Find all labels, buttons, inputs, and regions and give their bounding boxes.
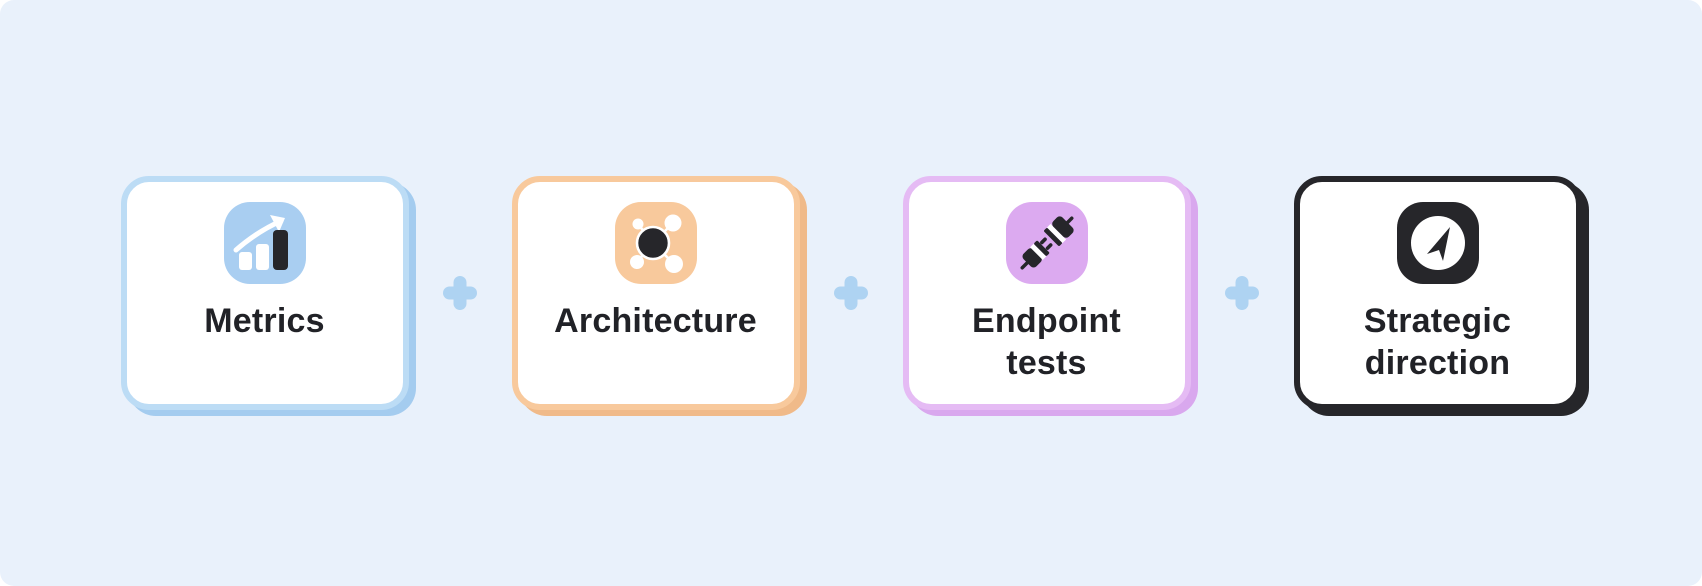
card-label-line2: direction [1364,344,1511,382]
network-hub-icon [615,202,697,284]
card-label: Metrics [204,300,324,342]
card-label: Endpoint tests [972,300,1121,384]
card-label-line2: tests [1006,344,1087,382]
strategic-direction-icon-tile [1396,202,1479,284]
plus-icon [440,273,480,313]
card-endpoint-tests[interactable]: Endpoint tests [902,176,1191,410]
plus-icon [831,273,871,313]
plus-icon [1222,273,1262,313]
plug-connector-icon [1006,202,1088,284]
card-label: Strategic direction [1364,300,1511,384]
connector-2 [800,273,903,313]
flow-row: Metrics [120,176,1582,410]
card-strategic-direction[interactable]: Strategic direction [1293,176,1582,410]
endpoint-tests-icon-tile [1005,202,1088,284]
card-label-line1: Architecture [554,302,757,340]
bar-chart-growth-icon [224,202,306,284]
metrics-icon-tile [223,202,306,284]
card-label-line1: Metrics [204,302,325,340]
card-metrics[interactable]: Metrics [120,176,409,410]
compass-icon [1397,202,1479,284]
card-label-line1: Strategic [1363,302,1512,340]
connector-1 [409,273,512,313]
card-label: Architecture [554,300,757,342]
architecture-icon-tile [614,202,697,284]
connector-3 [1191,273,1294,313]
card-label-line1: Endpoint [972,302,1121,340]
card-architecture[interactable]: Architecture [511,176,800,410]
